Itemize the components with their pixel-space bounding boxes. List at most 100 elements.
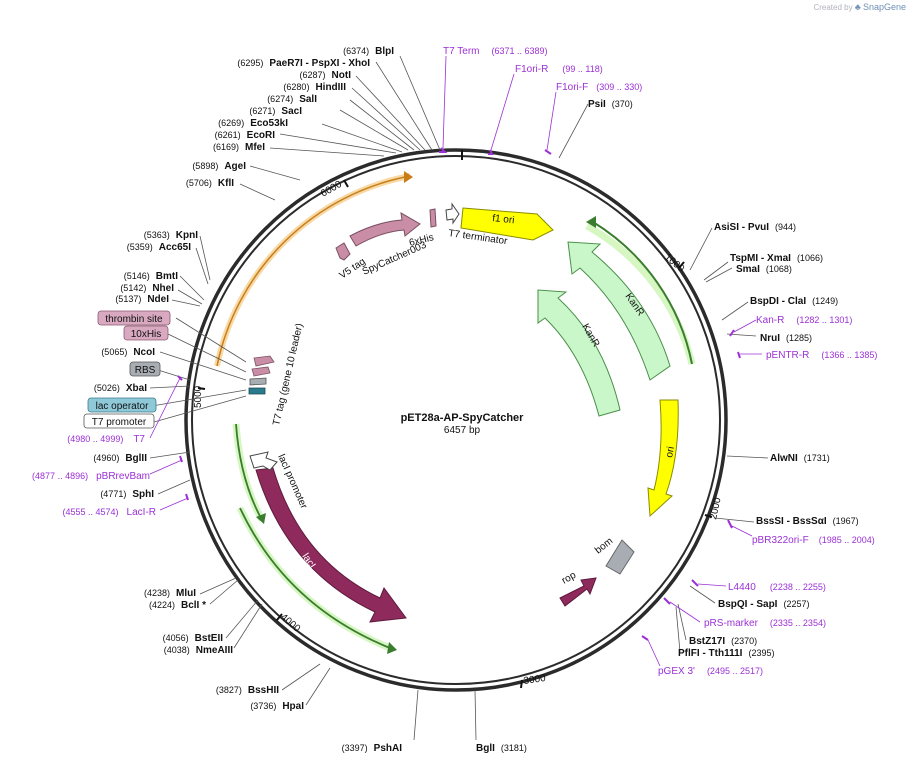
feature-6xhis bbox=[429, 208, 437, 228]
feature-small-pink bbox=[253, 355, 275, 367]
primer-label: pENTR-R(1366 .. 1385) bbox=[766, 350, 877, 361]
primer-label: pGEX 3'(2495 .. 2517) bbox=[658, 666, 763, 677]
enzyme-label: BspDI - ClaI(1249) bbox=[750, 296, 838, 307]
feature-kanr-arrow-2 bbox=[537, 289, 621, 417]
primer-label: (4980 .. 4999)T7 bbox=[67, 434, 145, 445]
backbone-ring bbox=[184, 148, 728, 692]
enzyme-label: (6374)BlpI bbox=[343, 46, 394, 57]
enzyme-label: (5142)NheI bbox=[120, 283, 174, 294]
feature-label-rop: rop bbox=[560, 570, 578, 587]
feature-laci bbox=[255, 467, 407, 623]
enzyme-label: (5146)BmtI bbox=[124, 271, 178, 282]
enzyme-label: (3827)BssHII bbox=[216, 685, 279, 696]
enzyme-label: (5898)AgeI bbox=[192, 161, 246, 172]
enzyme-label: (4038)NmeAIII bbox=[164, 645, 233, 656]
enzyme-label: (6287)NotI bbox=[300, 70, 352, 81]
box-t7-promoter bbox=[83, 413, 155, 429]
feature-small-pink-2 bbox=[251, 366, 271, 377]
enzyme-label: (3736)HpaI bbox=[250, 701, 304, 712]
enzyme-label: (6169)MfeI bbox=[213, 142, 265, 153]
feature-laci-promoter bbox=[249, 451, 278, 471]
enzyme-label: (6280)HindIII bbox=[283, 82, 346, 93]
feature-kanr-arrow bbox=[567, 241, 671, 381]
enzyme-label: (5363)KpnI bbox=[144, 230, 198, 241]
enzyme-label: BssSI - BssSαI(1967) bbox=[756, 516, 859, 527]
enzyme-label: AsiSI - PvuI(944) bbox=[714, 222, 796, 233]
enzyme-label: BglI(3181) bbox=[476, 743, 527, 754]
primer-leader-lines bbox=[149, 55, 762, 667]
enzyme-label: (5706)KflI bbox=[186, 178, 234, 189]
enzyme-label: (5137)NdeI bbox=[115, 294, 169, 305]
enzyme-label: (6269)Eco53kI bbox=[218, 118, 288, 129]
box-thrombin-site bbox=[97, 310, 171, 326]
enzyme-label: SmaI(1068) bbox=[736, 264, 792, 275]
primer-label: F1ori-F(309 .. 330) bbox=[556, 82, 642, 93]
enzyme-label: PflFI - Tth111I(2395) bbox=[678, 648, 774, 659]
feature-spycatcher bbox=[349, 212, 421, 247]
primer-label: Kan-R(1282 .. 1301) bbox=[756, 315, 852, 326]
feature-laci-arc-outer bbox=[236, 506, 392, 652]
enzyme-label: (6274)SalI bbox=[267, 94, 317, 105]
enzyme-label: PsiI(370) bbox=[588, 99, 633, 110]
leader-lines-left bbox=[149, 55, 441, 741]
primer-label: (4877 .. 4896)pBRrevBam bbox=[32, 471, 150, 482]
tick-label: 2000 bbox=[708, 496, 723, 520]
primer-label: (4555 .. 4574)LacI-R bbox=[63, 507, 157, 518]
enzyme-label: (5359)Acc65I bbox=[127, 242, 191, 253]
feature-bom bbox=[605, 539, 635, 575]
enzyme-labels-left: (6374)BlpI (6295)PaeR7I - PspXI - XhoI (… bbox=[93, 46, 402, 754]
enzyme-label: BstZ17I(2370) bbox=[689, 636, 757, 647]
credit-brand: SnapGene bbox=[862, 2, 906, 12]
enzyme-label: NruI(1285) bbox=[760, 333, 812, 344]
feature-f1-ori bbox=[460, 207, 554, 241]
snapgene-credit: Created by ♣ SnapGene bbox=[813, 2, 906, 12]
feature-label-t7-tag: T7 tag (gene 10 leader) bbox=[271, 322, 305, 426]
enzyme-label: (3397)PshAI bbox=[342, 743, 403, 754]
boxed-label-rbs: RBS bbox=[135, 365, 156, 376]
box-10xhis bbox=[123, 325, 169, 341]
enzyme-label: (4238)MluI bbox=[144, 588, 196, 599]
enzyme-label: (4224)BclI * bbox=[149, 600, 206, 611]
tick-label: 5000 bbox=[193, 385, 204, 408]
enzyme-label: (6271)SacI bbox=[249, 106, 302, 117]
enzyme-label: AlwNI(1731) bbox=[770, 453, 830, 464]
primer-label: pRS-marker(2335 .. 2354) bbox=[704, 618, 826, 629]
snapgene-logo-icon: ♣ bbox=[854, 2, 861, 12]
primer-label: pBR322ori-F(1985 .. 2004) bbox=[752, 535, 875, 546]
feature-small-teal bbox=[248, 387, 266, 395]
primer-labels: T7 Term(6371 .. 6389) F1ori-R(99 .. 118)… bbox=[32, 46, 877, 677]
boxed-label-lac-operator: lac operator bbox=[96, 401, 149, 412]
plasmid-length: 6457 bp bbox=[444, 425, 481, 436]
boxed-label-thrombin: thrombin site bbox=[105, 314, 163, 325]
enzyme-label: (4960)BglII bbox=[93, 453, 147, 464]
boxed-feature-labels: thrombin site 10xHis RBS lac operator T7… bbox=[83, 310, 171, 429]
boxed-label-10xhis: 10xHis bbox=[131, 329, 162, 340]
primer-label: F1ori-R(99 .. 118) bbox=[515, 64, 603, 75]
box-lac-operator bbox=[87, 397, 157, 413]
feature-ori bbox=[647, 399, 679, 518]
tick-label: 3000 bbox=[523, 673, 547, 687]
plasmid-name: pET28a-AP-SpyCatcher bbox=[401, 412, 525, 424]
enzyme-label: (4771)SphI bbox=[100, 489, 154, 500]
tick-marks bbox=[197, 179, 713, 689]
enzyme-label: (5065)NcoI bbox=[101, 347, 155, 358]
feature-label-f1-ori: f1 ori bbox=[492, 213, 515, 226]
feature-label-bom: bom bbox=[593, 536, 615, 557]
feature-label-ori: ori bbox=[664, 446, 677, 459]
enzyme-labels-right: PsiI(370) AsiSI - PvuI(944) TspMI - XmaI… bbox=[476, 99, 859, 754]
feature-t7-terminator bbox=[445, 202, 460, 225]
feature-orange-arc bbox=[214, 173, 411, 367]
primer-label: T7 Term(6371 .. 6389) bbox=[443, 46, 548, 57]
feature-small-gray bbox=[249, 377, 267, 386]
box-rbs bbox=[129, 361, 161, 377]
primer-label: L4440(2238 .. 2255) bbox=[728, 582, 826, 593]
credit-prefix: Created by bbox=[813, 3, 853, 12]
enzyme-label: BspQI - SapI(2257) bbox=[718, 599, 809, 610]
enzyme-label: (5026)XbaI bbox=[94, 383, 147, 394]
feature-rop bbox=[559, 577, 597, 607]
enzyme-label: (4056)BstEII bbox=[163, 633, 224, 644]
feature-v5-tag bbox=[335, 242, 351, 261]
enzyme-label: (6261)EcoRI bbox=[215, 130, 276, 141]
boxed-label-t7-promoter: T7 promoter bbox=[92, 417, 147, 428]
